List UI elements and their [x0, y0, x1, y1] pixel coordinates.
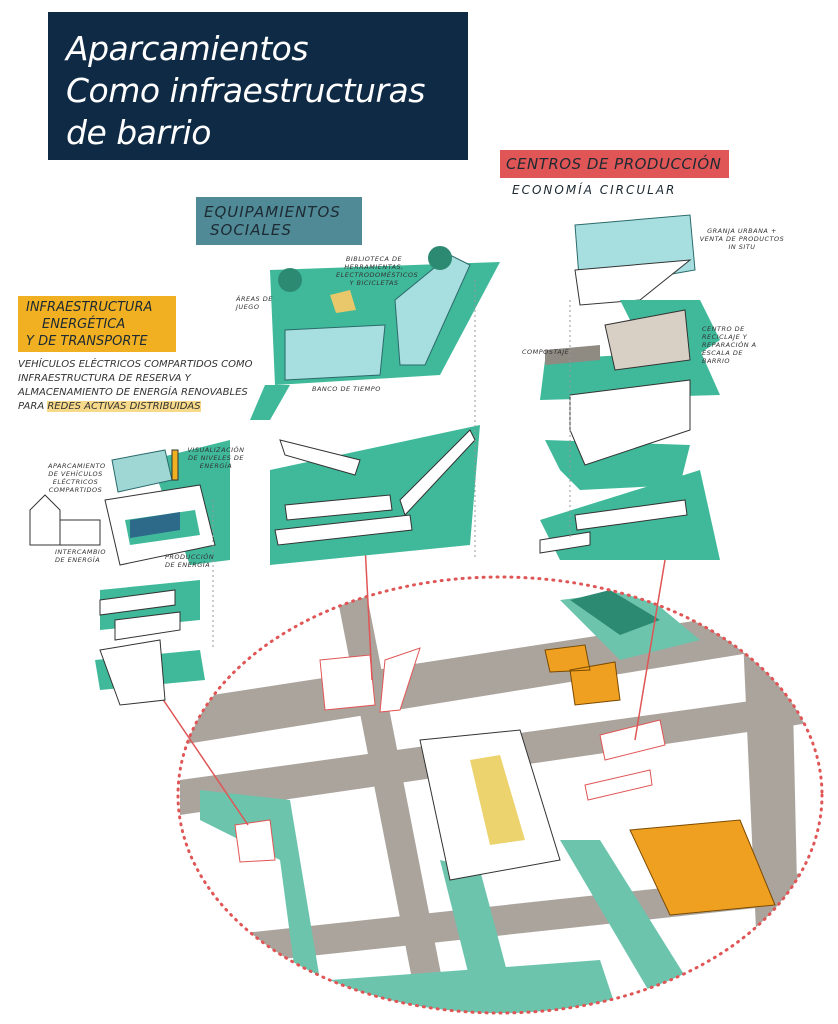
social-scene: [250, 246, 500, 565]
production-site: [584, 719, 666, 801]
description-highlight: redes activas distribuidas: [47, 401, 201, 412]
energy-tag: Infraestructura energética y de transpor…: [18, 296, 176, 352]
social-equipment-tag: Equipamientos sociales: [196, 197, 362, 245]
tag-line: energética: [42, 317, 126, 332]
green-path: [200, 790, 320, 1010]
central-parking: [470, 755, 525, 845]
title-line: Como infraestructuras: [66, 71, 425, 110]
social-site: [319, 647, 421, 713]
label-time-bank: Banco de tiempo: [312, 385, 381, 393]
neighborhood-map: [176, 575, 824, 1015]
tag-line: y de transporte: [26, 334, 148, 349]
main-title: Aparcamientos Como infraestructuras de b…: [48, 12, 468, 160]
production-subtitle: Economía circular: [512, 183, 677, 197]
orange-building: [544, 644, 621, 706]
label-recycling-center: Centro de reciclaje y reparación a escal…: [702, 325, 757, 365]
energy-description: Vehículos eléctricos compartidos como in…: [18, 358, 270, 414]
label-play-areas: Áreas de juego: [236, 295, 273, 311]
map-boundary: [176, 575, 824, 1015]
energy-site: [234, 819, 276, 863]
title-line: Aparcamientos: [66, 29, 309, 68]
label-compost: Compostaje: [522, 348, 570, 356]
connector: [364, 544, 373, 681]
production-tag: Centros de producción: [500, 150, 730, 178]
label-energy-display: Visualización de niveles de energía: [187, 446, 245, 470]
label-ev-parking: Aparcamiento de vehículos eléctricos com…: [48, 462, 106, 494]
energy-scene: [29, 440, 230, 706]
connector: [634, 559, 666, 741]
description-text: Vehículos eléctricos compartidos como in…: [18, 359, 253, 412]
label-energy-production: Producción de energía: [165, 553, 215, 569]
park: [570, 590, 660, 635]
orange-building: [629, 819, 776, 916]
tag-line: Equipamientos: [204, 203, 341, 221]
title-line: de barrio: [66, 113, 211, 152]
label-energy-exchange: Intercambio de energía: [55, 548, 106, 564]
tag-line: sociales: [210, 221, 292, 239]
green-path: [560, 840, 700, 1010]
connector: [159, 694, 249, 826]
label-urban-farm: Granja urbana + venta de productos in si…: [699, 227, 785, 251]
road: [740, 577, 800, 1013]
production-scene: [539, 214, 720, 560]
label-library: Biblioteca de herramientas, electrodomés…: [336, 255, 419, 287]
tag-line: Infraestructura: [26, 300, 153, 315]
